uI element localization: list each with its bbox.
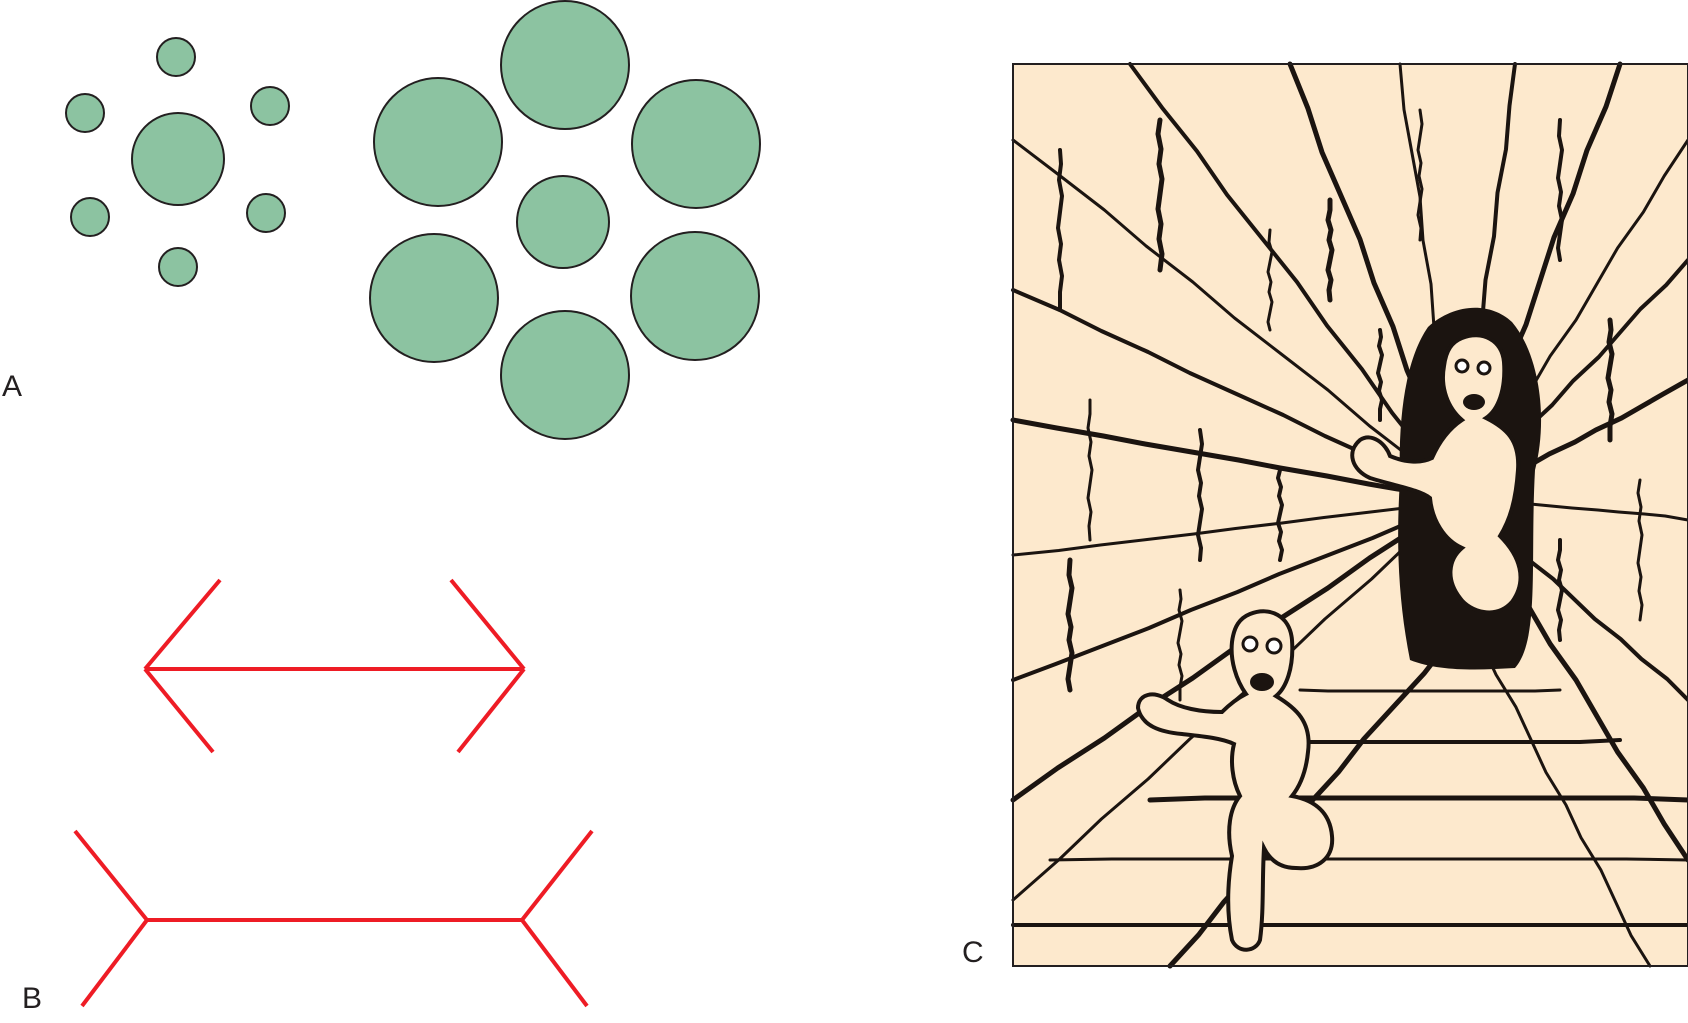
large-outer-circle — [500, 310, 630, 440]
large-outer-circle — [500, 0, 630, 130]
large-outer-circle — [369, 233, 499, 363]
near-monster-mouth — [1250, 673, 1274, 691]
wall-line — [1298, 688, 1562, 693]
far-monster-mouth — [1463, 394, 1485, 410]
small-outer-circle — [250, 86, 290, 126]
wall-line — [1147, 795, 1688, 803]
far-monster-figure — [1350, 333, 1523, 615]
wall-line — [1086, 398, 1094, 542]
small-context-group — [65, 37, 290, 287]
wall-line — [1176, 588, 1184, 702]
large-center-circle — [516, 175, 610, 269]
large-context-group — [369, 0, 761, 440]
arrow-inward-fins — [143, 578, 526, 754]
wall-line — [1556, 538, 1564, 642]
wall-line — [1276, 468, 1284, 562]
near-monster-eye — [1265, 637, 1283, 655]
small-outer-circle — [246, 193, 286, 233]
wall-line — [1011, 498, 1462, 557]
wall-line — [1048, 857, 1688, 862]
panel-b-muller-lyer — [73, 578, 594, 1008]
wall-line — [1155, 117, 1165, 273]
panel-label-b: B — [22, 982, 43, 1015]
wall-line — [1065, 557, 1075, 693]
far-monster-eye — [1476, 360, 1492, 376]
panel-label-a: A — [2, 370, 23, 403]
small-outer-circle — [158, 247, 198, 287]
near-monster-figure — [1135, 609, 1335, 952]
near-monster-eye — [1241, 635, 1259, 653]
wall-line — [1636, 478, 1644, 622]
panel-label-c: C — [962, 936, 984, 969]
corridor-wall-lines — [1010, 61, 1688, 969]
fin-line — [80, 918, 149, 1008]
small-outer-circle — [65, 93, 105, 133]
fin-line — [449, 578, 526, 671]
wall-line — [1556, 118, 1564, 262]
wall-line — [1011, 498, 1462, 682]
arrow-outward-fins — [73, 829, 594, 1008]
wall-line — [1478, 638, 1652, 968]
fin-line — [520, 829, 594, 922]
wall-line — [1011, 138, 1462, 502]
illustration-frame — [1012, 63, 1688, 967]
far-monster-eye — [1454, 358, 1470, 374]
large-outer-circle — [373, 77, 503, 207]
panel-c-corridor — [1010, 61, 1688, 969]
large-outer-circle — [630, 231, 760, 361]
fin-line — [73, 829, 149, 922]
wall-line — [1196, 428, 1204, 562]
fin-line — [520, 918, 589, 1008]
near-monster-body — [1135, 609, 1335, 952]
large-outer-circle — [631, 79, 761, 209]
wall-line — [1266, 228, 1274, 332]
panel-a-ebbinghaus — [65, 0, 761, 440]
fin-line — [456, 667, 526, 754]
fin-line — [143, 578, 222, 671]
small-outer-circle — [156, 37, 196, 77]
wall-line — [1416, 108, 1424, 242]
small-outer-circle — [70, 197, 110, 237]
wall-line — [1605, 317, 1615, 443]
wall-line — [1056, 148, 1064, 312]
fin-line — [143, 667, 215, 754]
wall-line — [1325, 197, 1335, 303]
small-center-circle — [131, 112, 225, 206]
wall-line — [1376, 328, 1384, 422]
